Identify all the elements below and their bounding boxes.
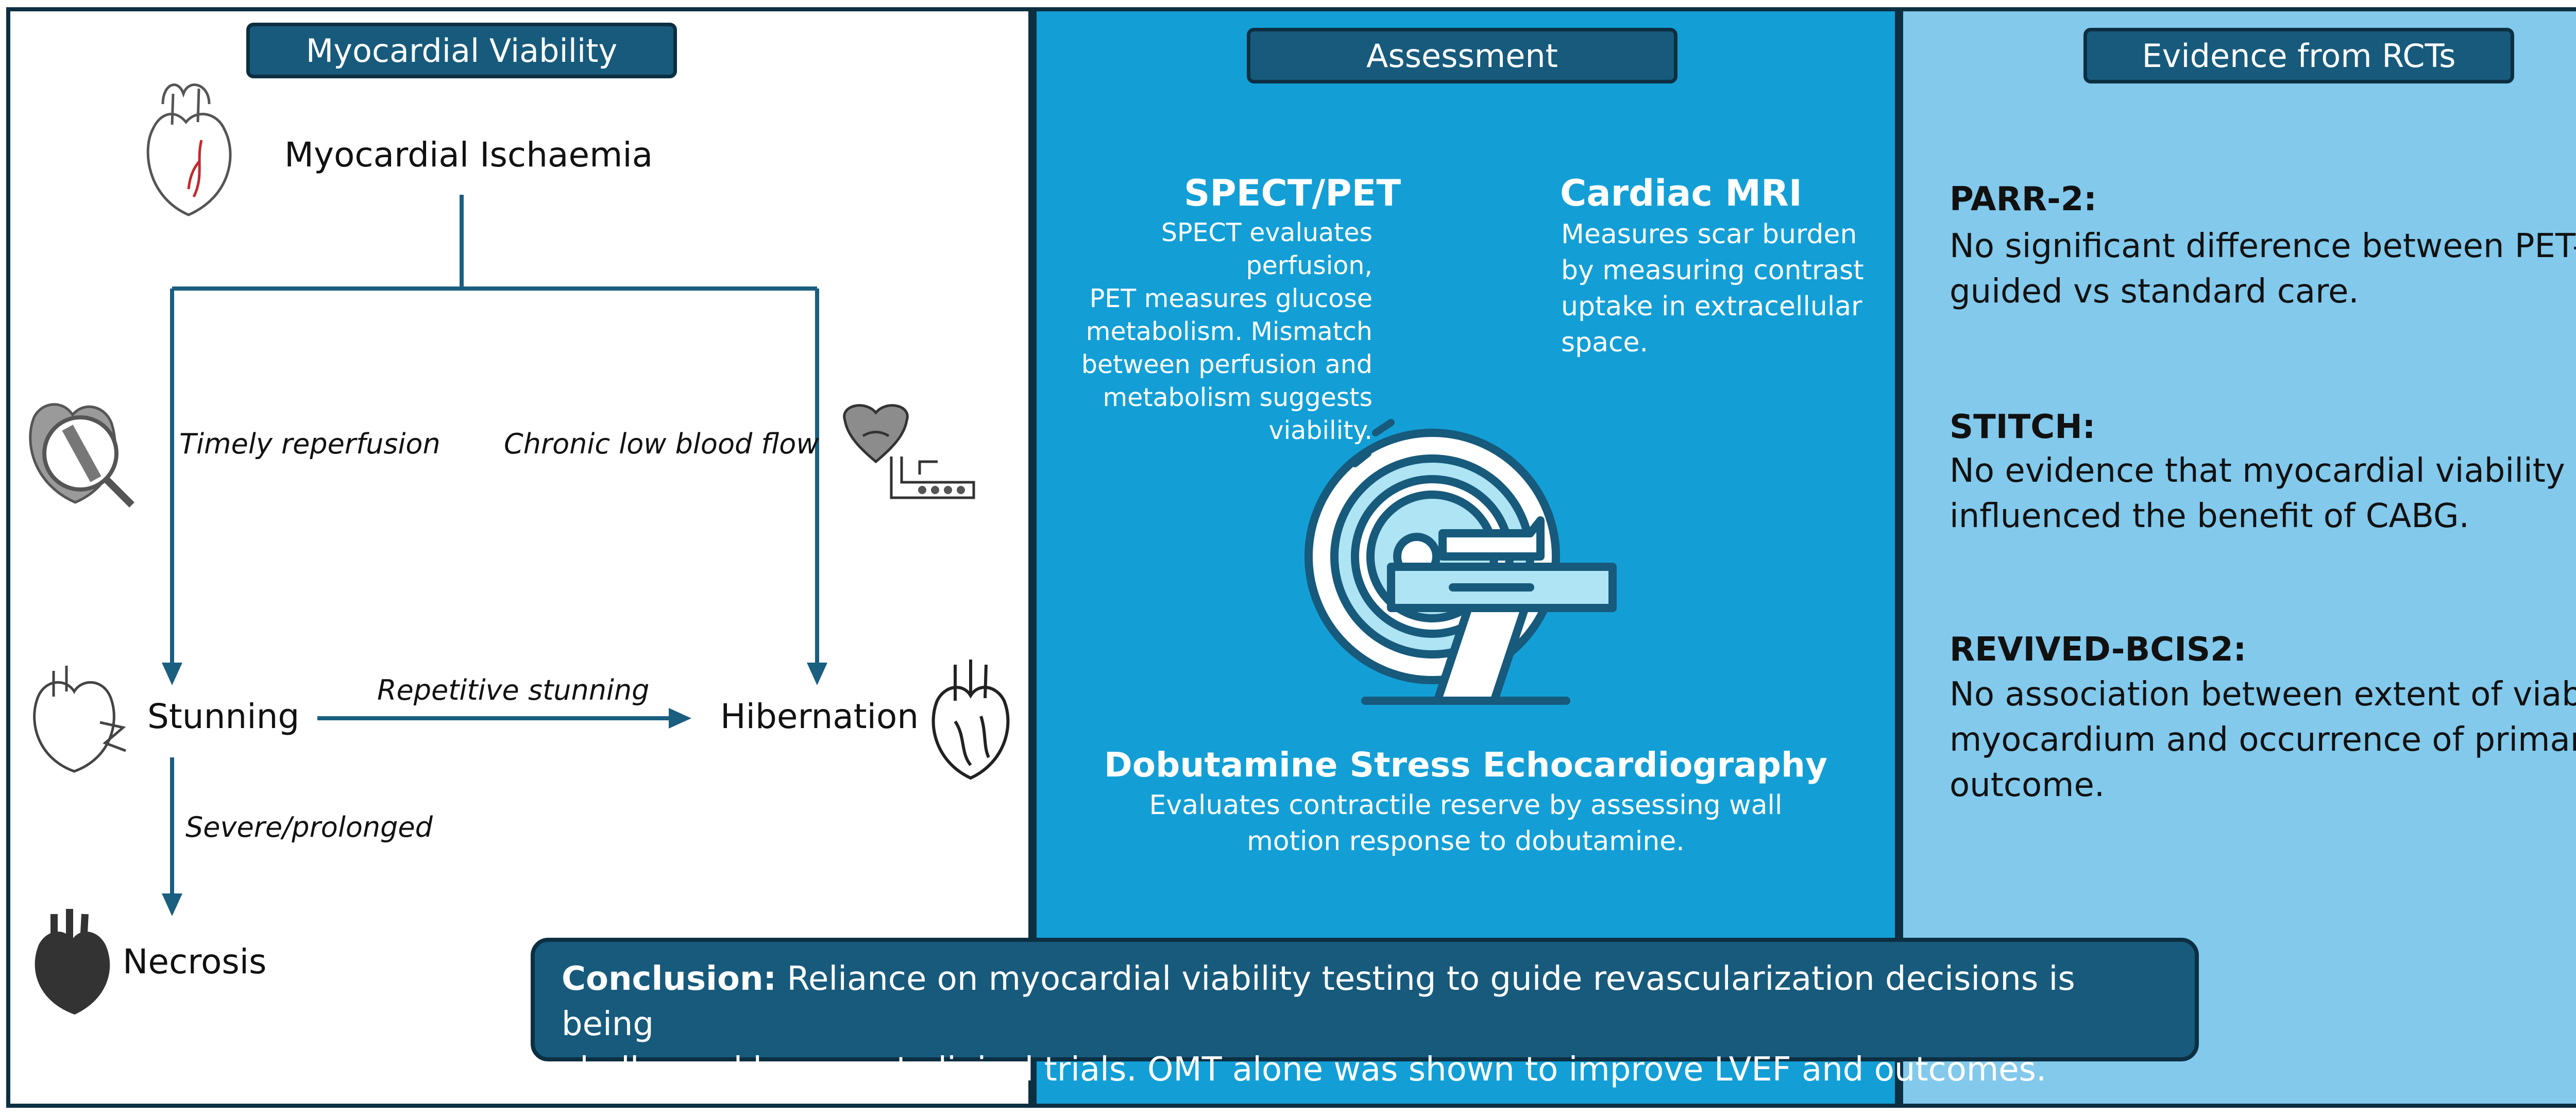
heart-magnifier-icon (29, 403, 134, 508)
node-hibernation: Hibernation (720, 697, 919, 736)
label-severe-prolonged: Severe/prolonged (185, 811, 433, 843)
heart-black-icon (35, 909, 110, 1015)
label-repetitive-stunning: Repetitive stunning (377, 674, 650, 706)
assessment-header: Assessment (1247, 28, 1677, 83)
node-ischaemia: Myocardial Ischaemia (284, 135, 653, 175)
heart-anatomical-icon (931, 660, 1010, 780)
rct-header: Evidence from RCTs (2083, 28, 2514, 83)
conclusion-label: Conclusion: (562, 960, 777, 998)
mri-title: Cardiac MRI (1560, 172, 1802, 214)
dse-title: Dobutamine Stress Echocardiography (1104, 745, 1828, 785)
revived-text: No association between extent of viable … (1950, 675, 2576, 804)
viability-panel (6, 7, 1032, 1108)
heart-lightning-icon (33, 666, 126, 773)
mri-text: Measures scar burden by measuring contra… (1561, 219, 1864, 358)
parr-text: No significant difference between PET- g… (1950, 227, 2576, 311)
stitch-title: STITCH: (1950, 408, 2096, 446)
heart-vessel-icon (146, 83, 232, 216)
conclusion-line-2: challenged by recent clinical trials. OM… (562, 1051, 2047, 1089)
stitch-text: No evidence that myocardial viability in… (1950, 452, 2565, 535)
mri-scanner-icon (1304, 419, 1617, 705)
dse-text: Evaluates contractile reserve by assessi… (1149, 790, 1783, 857)
revived-title: REVIVED-BCIS2: (1950, 631, 2247, 669)
heart-drip-icon (843, 404, 975, 499)
rct-panel (1899, 7, 2576, 1108)
parr-title: PARR-2: (1950, 180, 2097, 218)
node-stunning: Stunning (147, 697, 300, 736)
node-necrosis: Necrosis (123, 942, 267, 982)
conclusion-line-1: Conclusion: Reliance on myocardial viabi… (562, 960, 2075, 1043)
label-chronic-low-flow: Chronic low blood flow (504, 428, 819, 460)
viability-header: Myocardial Viability (246, 23, 677, 78)
spect-title: SPECT/PET (1184, 172, 1401, 214)
label-timely-reperfusion: Timely reperfusion (179, 428, 440, 460)
conclusion-box: Conclusion: Reliance on myocardial viabi… (531, 938, 2199, 1089)
spect-text: SPECT evaluates perfusion, PET measures … (1081, 218, 1372, 445)
